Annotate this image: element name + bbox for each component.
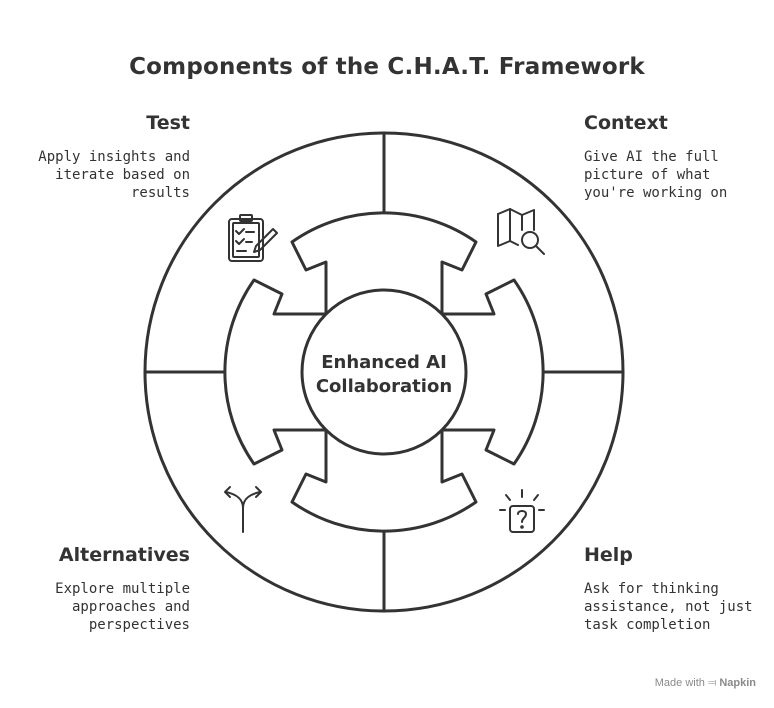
arrow-bottom xyxy=(290,428,478,533)
alternatives-heading: Alternatives xyxy=(58,544,190,566)
context-heading: Context xyxy=(584,112,668,134)
page-title: Components of the C.H.A.T. Framework xyxy=(129,54,645,80)
help-description: Ask for thinking assistance, not just ta… xyxy=(584,581,753,633)
watermark-brand: Napkin xyxy=(719,677,756,689)
alternatives-description: Explore multiple approaches and perspect… xyxy=(55,581,190,633)
arrow-top xyxy=(290,211,478,316)
help-heading: Help xyxy=(584,544,633,566)
map-magnifier-icon xyxy=(497,208,545,255)
watermark-prefix: Made with xyxy=(654,677,705,689)
test-heading: Test xyxy=(146,112,190,134)
napkin-logo-icon: ⫤ xyxy=(707,677,717,689)
context-description: Give AI the full picture of what you're … xyxy=(584,149,728,201)
center-circle xyxy=(300,288,468,456)
split-arrows-icon xyxy=(224,486,262,533)
test-description: Apply insights and iterate based on resu… xyxy=(38,149,190,201)
clipboard-pencil-icon xyxy=(228,214,278,262)
center-text-line2: Collaboration xyxy=(316,376,452,397)
question-lightbulb-icon xyxy=(499,489,545,533)
arrow-right xyxy=(440,278,545,466)
watermark[interactable]: Made with ⫤ Napkin xyxy=(655,677,756,690)
arrow-left xyxy=(223,278,328,466)
center-text-line1: Enhanced AI xyxy=(321,352,447,373)
